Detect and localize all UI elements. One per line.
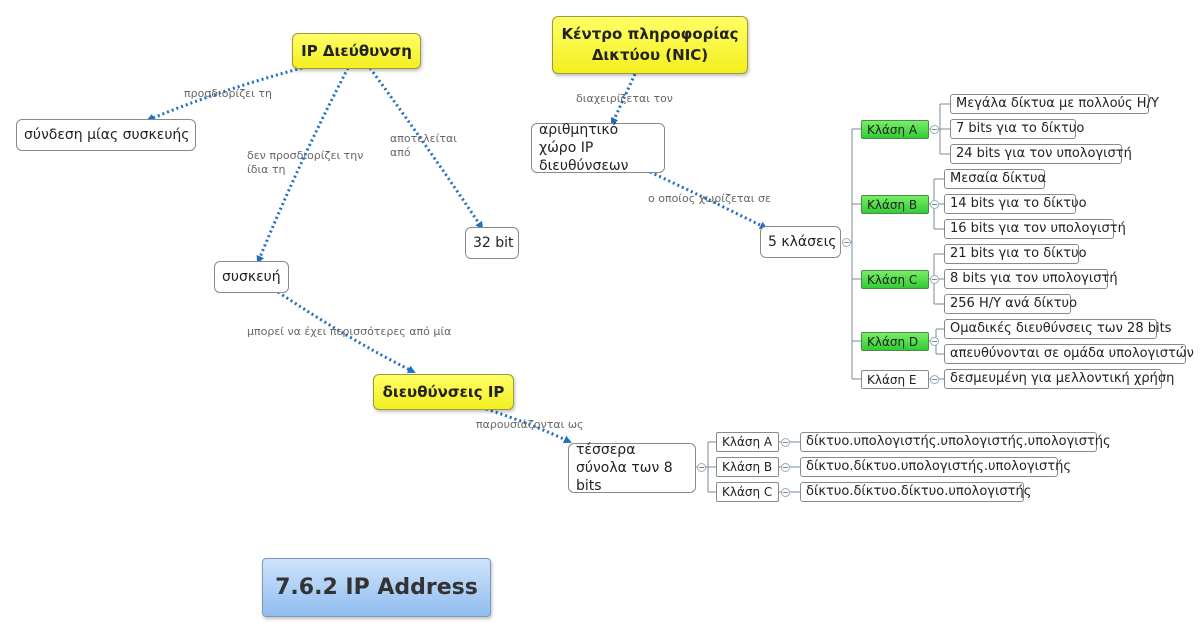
collapse-toggle-icon[interactable] (842, 238, 851, 247)
label-specifies: προσδιορίζει τη (184, 87, 272, 100)
class-d-item[interactable]: απευθύνονται σε ομάδα υπολογιστών (944, 344, 1194, 364)
collapse-toggle-icon[interactable] (930, 337, 939, 346)
node-nic[interactable]: Κέντρο πληροφορίας Δικτύου (NIC) (552, 16, 748, 74)
label-not-same: δεν προσδιορίζει την ίδια τη (247, 149, 364, 176)
format-class-a[interactable]: Κλάση A (716, 432, 779, 452)
collapse-toggle-icon[interactable] (930, 375, 939, 384)
class-c-item[interactable]: 8 bits για τον υπολογιστή (944, 269, 1118, 289)
collapse-toggle-icon[interactable] (781, 488, 790, 497)
label-may-have-more: μπορεί να έχει περισσότερες από μία (247, 325, 452, 338)
node-ip-addresses[interactable]: διευθύνσεις IP (373, 374, 514, 410)
node-four-sets[interactable]: τέσσερα σύνολα των 8 bits (568, 442, 696, 494)
collapse-toggle-icon[interactable] (930, 125, 939, 134)
format-pattern-c[interactable]: δίκτυο.δίκτυο.δίκτυο.υπολογιστής (800, 482, 1031, 502)
node-address-space[interactable]: αριθμητικό χώρο IP διευθύνσεων (531, 122, 665, 174)
class-a-node[interactable]: Κλάση A (861, 120, 929, 139)
label-divided-into: ο οποίος χωρίζεται σε (648, 192, 771, 205)
diagram-title: 7.6.2 IP Address (262, 558, 491, 617)
class-d-item[interactable]: Ομαδικές διευθύνσεις των 28 bits (944, 319, 1171, 339)
class-b-node[interactable]: Κλάση B (861, 195, 929, 214)
link-divided (649, 170, 768, 230)
collapse-toggle-icon[interactable] (697, 463, 706, 472)
format-pattern-b[interactable]: δίκτυο.δίκτυο.υπολογιστής.υπολογιστής (800, 457, 1071, 477)
class-e-node[interactable]: Κλάση E (861, 370, 929, 389)
collapse-toggle-icon[interactable] (930, 200, 939, 209)
link-not-same (256, 67, 350, 264)
link-may-have (277, 290, 416, 374)
node-32-bit[interactable]: 32 bit (465, 227, 519, 259)
label-manages: διαχειρίζεται τον (576, 92, 673, 105)
label-consists-of: αποτελείται από (390, 132, 457, 159)
node-device[interactable]: συσκευή (214, 261, 289, 293)
class-b-item[interactable]: 16 bits για τον υπολογιστή (944, 219, 1126, 239)
format-pattern-a[interactable]: δίκτυο.υπολογιστής.υπολογιστής.υπολογιστ… (800, 432, 1111, 452)
class-a-item[interactable]: Μεγάλα δίκτυα με πολλούς Η/Υ (950, 94, 1159, 114)
class-c-node[interactable]: Κλάση C (861, 270, 929, 289)
format-class-c[interactable]: Κλάση C (716, 482, 779, 502)
link-manages (610, 73, 637, 126)
class-c-item[interactable]: 21 bits για το δίκτυο (944, 244, 1087, 264)
class-e-item[interactable]: δεσμευμένη για μελλοντική χρήση (944, 369, 1174, 389)
collapse-toggle-icon[interactable] (930, 275, 939, 284)
class-c-item[interactable]: 256 Η/Υ ανά δίκτυο (944, 294, 1077, 314)
class-d-node[interactable]: Κλάση D (861, 332, 929, 351)
collapse-toggle-icon[interactable] (781, 438, 790, 447)
class-a-item[interactable]: 24 bits για τον υπολογιστή (950, 144, 1132, 164)
collapse-toggle-icon[interactable] (781, 463, 790, 472)
format-class-b[interactable]: Κλάση B (716, 457, 779, 477)
label-represented-as: παρουσιάζονται ως (476, 418, 584, 431)
class-a-item[interactable]: 7 bits για το δίκτυο (950, 119, 1084, 139)
node-ip-address[interactable]: IP Διεύθυνση (292, 33, 421, 69)
node-five-classes[interactable]: 5 κλάσεις (760, 226, 841, 258)
node-device-connection[interactable]: σύνδεση μίας συσκευής (16, 119, 196, 151)
class-b-item[interactable]: Μεσαία δίκτυα (944, 169, 1046, 189)
class-b-item[interactable]: 14 bits για το δίκτυο (944, 194, 1087, 214)
